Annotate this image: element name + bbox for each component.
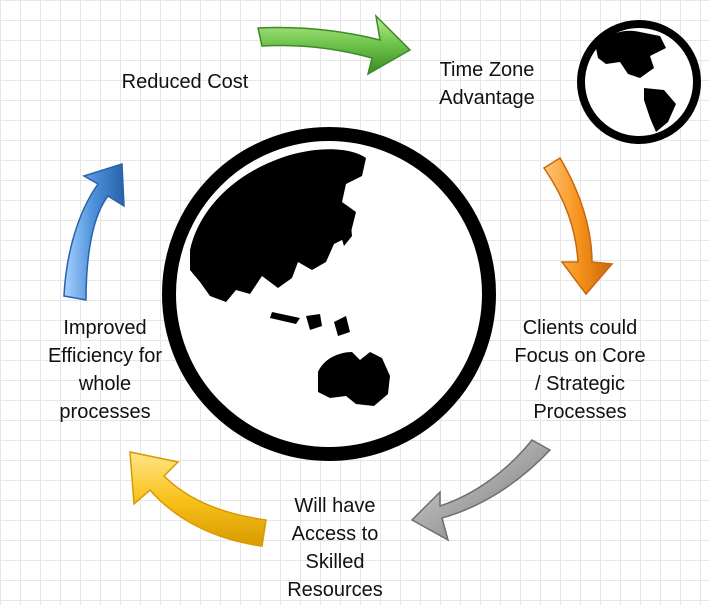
blue-arrow-icon <box>63 162 125 301</box>
improved-efficiency-label: Improved Efficiency for whole processes <box>47 317 163 423</box>
clients-focus-label: Clients could Focus on Core / Strategic … <box>514 317 646 423</box>
globe-asia-australia-icon <box>162 127 496 461</box>
yellow-arrow-icon <box>129 451 267 547</box>
time-zone-advantage-label: Time Zone Advantage <box>439 59 535 109</box>
orange-arrow-icon <box>542 156 614 296</box>
reduced-cost-label: Reduced Cost <box>121 71 249 93</box>
skilled-resources-label: Will have Access to Skilled Resources <box>287 495 383 601</box>
green-arrow-icon <box>257 13 412 76</box>
gray-arrow-icon <box>410 439 552 542</box>
globe-americas-icon <box>577 20 701 144</box>
